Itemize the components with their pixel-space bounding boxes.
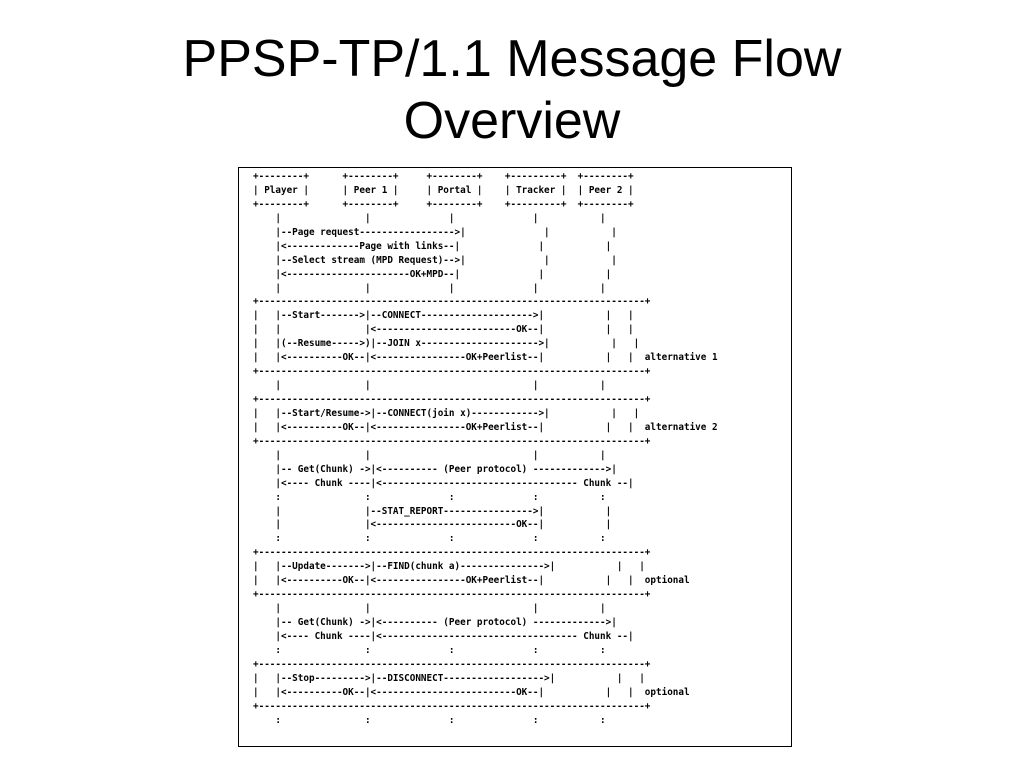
diagram-line: | | | | | xyxy=(253,282,606,294)
diagram-line: | |--Stop--------->|--DISCONNECT--------… xyxy=(253,672,645,684)
slide-title-line: PPSP-TP/1.1 Message Flow xyxy=(182,30,842,88)
diagram-line: | | | | xyxy=(253,380,606,392)
diagram-line: | | | | | xyxy=(253,212,606,224)
diagram-line: | Player | | Peer 1 | | Portal | | Track… xyxy=(253,184,634,196)
diagram-line: |<-------------Page with links--| | | xyxy=(253,240,612,252)
diagram-line: +--------+ +--------+ +--------+ +------… xyxy=(253,171,634,182)
diagram-line: | |(--Resume----->)|--JOIN x------------… xyxy=(253,338,640,350)
diagram-line: : : : : : xyxy=(253,714,606,726)
diagram-line: +---------------------------------------… xyxy=(253,589,651,601)
diagram-line: +---------------------------------------… xyxy=(253,366,651,378)
diagram-line: : : : : : xyxy=(253,533,606,545)
diagram-line: | |--Update------->|--FIND(chunk a)-----… xyxy=(253,561,645,573)
diagram-line: |<----------------------OK+MPD--| | | xyxy=(253,268,612,280)
diagram-line: | | |<-------------------------OK--| | | xyxy=(253,324,634,336)
diagram-line: : : : : : xyxy=(253,491,606,503)
diagram-line: |-- Get(Chunk) ->|<---------- (Peer prot… xyxy=(253,617,617,628)
diagram-line: +---------------------------------------… xyxy=(253,435,651,447)
diagram-line: | | | | xyxy=(253,449,606,461)
diagram-line: +---------------------------------------… xyxy=(253,700,651,712)
diagram-line: | | | | xyxy=(253,603,606,615)
diagram-line: | |--Start/Resume->|--CONNECT(join x)---… xyxy=(253,407,640,419)
slide-title: PPSP-TP/1.1 Message Flow Overview xyxy=(0,28,1024,152)
diagram-line: +---------------------------------------… xyxy=(253,394,651,405)
diagram-line: +---------------------------------------… xyxy=(253,658,651,670)
diagram-line: |--Select stream (MPD Request)-->| | | xyxy=(253,254,617,266)
diagram-line: | |<----------OK--|<----------------OK+P… xyxy=(253,575,690,587)
slide-title-line: Overview xyxy=(403,92,621,150)
diagram-line: +--------+ +--------+ +--------+ +------… xyxy=(253,198,634,210)
diagram-line: +---------------------------------------… xyxy=(253,547,651,559)
ascii-sequence-diagram: +--------+ +--------+ +--------+ +------… xyxy=(253,170,718,728)
diagram-line: : : : : : xyxy=(253,644,606,656)
diagram-line: |<---- Chunk ----|<---------------------… xyxy=(253,477,634,489)
diagram-line: +---------------------------------------… xyxy=(253,296,651,308)
diagram-line: | |<----------OK--|<----------------OK+P… xyxy=(253,352,718,364)
diagram-line: | |<-------------------------OK--| | xyxy=(253,519,612,531)
diagram-line: |-- Get(Chunk) ->|<---------- (Peer prot… xyxy=(253,463,617,475)
diagram-line: | |--Start------->|--CONNECT------------… xyxy=(253,310,634,322)
diagram-line: | |<----------OK--|<--------------------… xyxy=(253,686,690,698)
diagram-line: |<---- Chunk ----|<---------------------… xyxy=(253,630,634,642)
diagram-line: | |<----------OK--|<----------------OK+P… xyxy=(253,421,718,433)
message-flow-diagram: +--------+ +--------+ +--------+ +------… xyxy=(238,167,792,747)
diagram-line: |--Page request----------------->| | | xyxy=(253,226,617,238)
diagram-line: | |--STAT_REPORT---------------->| | xyxy=(253,505,612,517)
